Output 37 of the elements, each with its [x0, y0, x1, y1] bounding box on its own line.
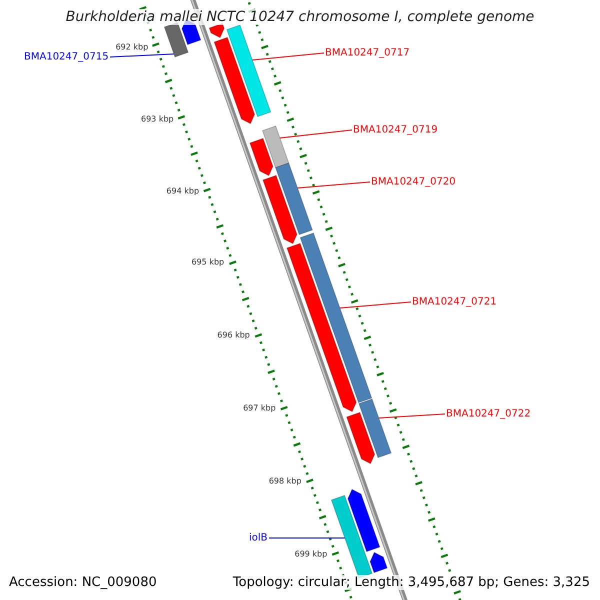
scale-label: 697 kbp — [243, 404, 276, 413]
gene-feature — [346, 412, 376, 464]
leader-line — [297, 182, 370, 188]
scale-label: 693 kbp — [141, 114, 174, 124]
gene-label: BMA10247_0720 — [371, 176, 456, 188]
gene-feature — [370, 552, 388, 574]
scale-label: 699 kbp — [294, 550, 328, 559]
gene-feature — [358, 398, 392, 458]
gene-feature — [262, 174, 298, 244]
leader-line — [252, 52, 324, 60]
gene-label: iolB — [249, 532, 268, 544]
scale-label: 698 kbp — [268, 476, 302, 486]
gene-feature — [347, 488, 380, 552]
gene-feature — [262, 126, 290, 168]
gene-label: BMA10247_0717 — [325, 48, 410, 58]
gene-feature — [286, 242, 357, 412]
gene-feature — [226, 24, 272, 118]
leader-line — [110, 54, 174, 58]
gene-feature — [214, 36, 256, 124]
gene-label: BMA10247_0715 — [24, 52, 109, 62]
scale-label: 695 kbp — [192, 258, 224, 267]
leader-line — [339, 302, 412, 308]
scale-label: 694 kbp — [166, 186, 200, 196]
gene-feature — [249, 138, 274, 176]
gene-feature — [208, 22, 225, 38]
gene-label: BMA10247_0722 — [446, 408, 531, 420]
accession-text: Accession: NC_009080 — [9, 575, 157, 590]
gene-label: BMA10247_0721 — [412, 296, 497, 308]
leader-line — [279, 130, 352, 138]
gene-feature — [300, 232, 372, 404]
gene-label: BMA10247_0719 — [353, 124, 438, 136]
gene-feature — [275, 162, 313, 236]
genome-stats-text: Topology: circular; Length: 3,495,687 bp; Genes: 3,325 — [232, 575, 590, 590]
leader-line — [378, 414, 446, 418]
scale-label: 692 kbp — [116, 42, 148, 52]
title: Burkholderia mallei NCTC 10247 chromosome I, complete genome — [64, 9, 536, 25]
scale-label: 696 kbp — [217, 330, 250, 340]
